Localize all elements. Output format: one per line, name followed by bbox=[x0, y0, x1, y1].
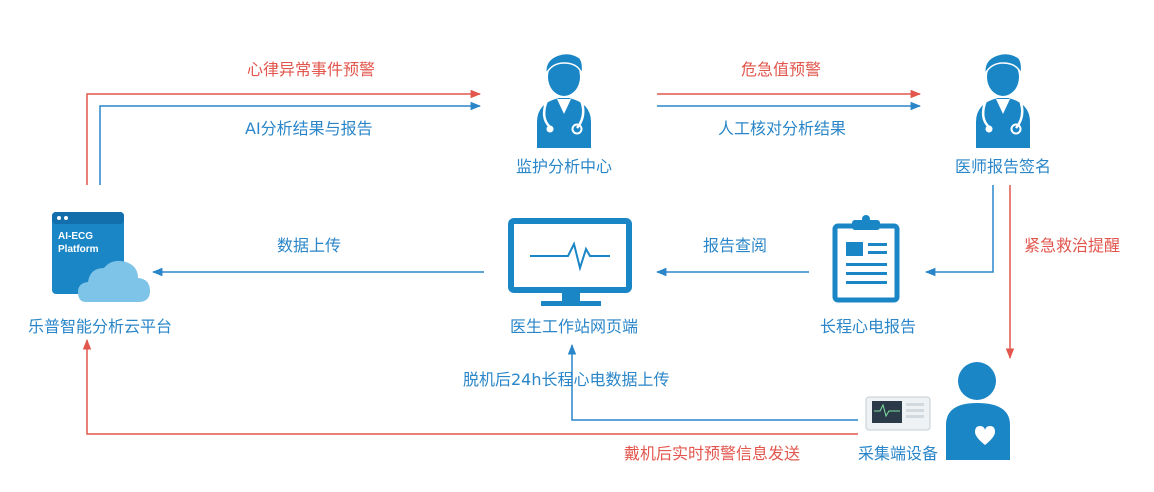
edge-label-report-query: 报告查阅 bbox=[703, 236, 768, 255]
screen-title-text: AI-ECG bbox=[58, 231, 93, 242]
patient-icon bbox=[946, 362, 1010, 460]
node-label-cloud-platform: 乐普智能分析云平台 bbox=[27, 317, 173, 336]
edge-label-abnormal-alert: 心律异常事件预警 bbox=[247, 60, 376, 79]
node-label-workstation: 医生工作站网页端 bbox=[509, 317, 639, 336]
edge-label-ai-result: AI分析结果与报告 bbox=[245, 119, 373, 138]
doctor-icon bbox=[537, 52, 591, 148]
clipboard-report-icon bbox=[832, 215, 900, 303]
edge-abnormal-alert-line bbox=[86, 89, 482, 185]
node-label-monitoring-center: 监护分析中心 bbox=[515, 157, 613, 176]
edge-label-data-upload: 数据上传 bbox=[277, 236, 342, 255]
screen-subtitle-text: Platform bbox=[58, 244, 99, 255]
node-label-ecg-report: 长程心电报告 bbox=[819, 317, 917, 336]
edge-label-manual-review: 人工核对分析结果 bbox=[718, 119, 847, 138]
doctor-icon bbox=[976, 52, 1030, 148]
edge-ai-result-line bbox=[99, 101, 482, 185]
edge-label-emergency-remind: 紧急救治提醒 bbox=[1024, 236, 1121, 255]
cloud-platform-icon: AI-ECG Platform bbox=[52, 212, 150, 302]
edge-doctor-to-report-line bbox=[924, 185, 994, 277]
edge-offline-upload-line bbox=[567, 343, 858, 421]
edge-realtime-alert-line bbox=[82, 338, 858, 435]
edge-label-realtime-alert: 戴机后实时预警信息发送 bbox=[624, 444, 801, 463]
node-label-device: 采集端设备 bbox=[857, 444, 939, 463]
ecg-recorder-icon bbox=[865, 396, 931, 431]
edge-label-critical-alert: 危急值预警 bbox=[741, 60, 822, 79]
monitor-ecg-icon bbox=[508, 218, 632, 306]
edge-label-offline-upload: 脱机后24h长程心电数据上传 bbox=[463, 370, 670, 389]
node-label-doctor-sign: 医师报告签名 bbox=[954, 157, 1052, 176]
